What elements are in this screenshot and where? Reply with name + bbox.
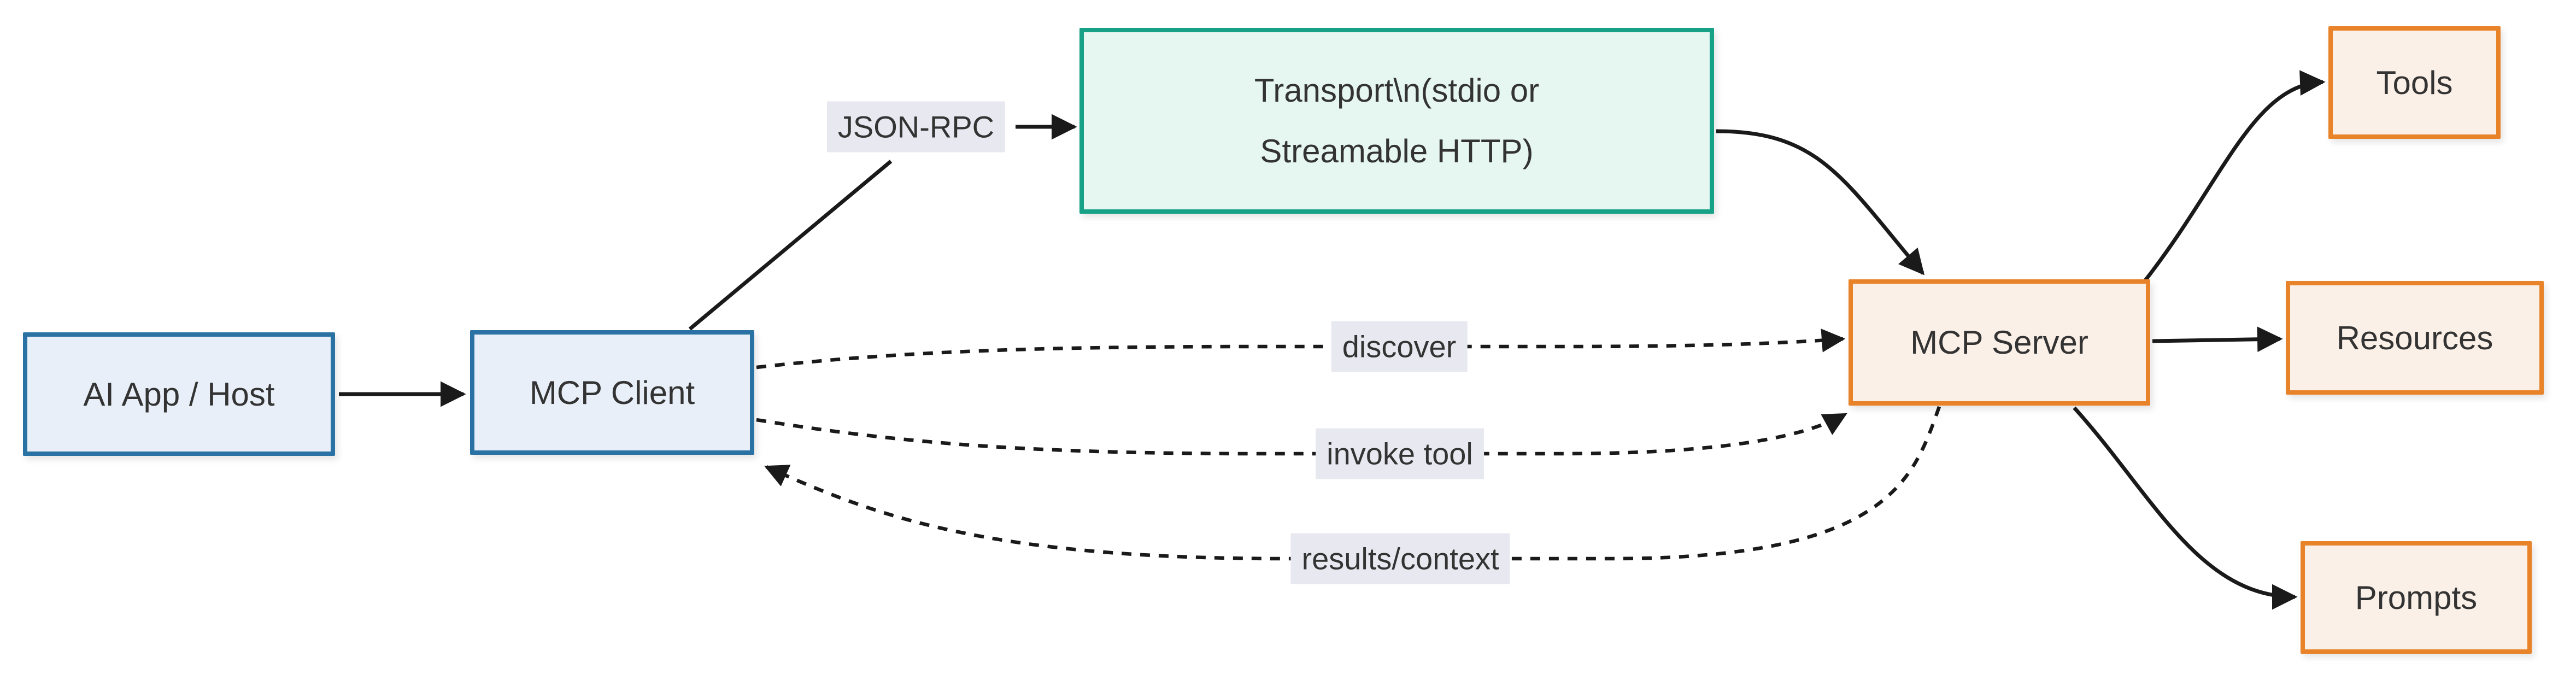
node-resources-label: Resources — [2336, 319, 2493, 356]
node-tools-label: Tools — [2376, 64, 2453, 101]
node-mcp-client-label: MCP Client — [529, 374, 695, 411]
edge-label-discover: discover — [1331, 321, 1468, 372]
node-transport: Transport\n(stdio or Streamable HTTP) — [1079, 28, 1714, 214]
edge-label-results-context: results/context — [1290, 533, 1510, 584]
node-transport-line2: Streamable HTTP) — [1260, 133, 1534, 169]
node-mcp-server: MCP Server — [1849, 279, 2150, 406]
edge-client-to-server-discover — [756, 329, 1846, 370]
node-prompts-label: Prompts — [2355, 579, 2478, 616]
node-ai-app-host-label: AI App / Host — [83, 376, 275, 413]
edge-server-to-resources — [2152, 326, 2283, 353]
edge-label-invoke-tool: invoke tool — [1316, 428, 1484, 479]
edge-transport-to-server — [1716, 129, 1925, 275]
node-tools: Tools — [2328, 26, 2501, 139]
edge-server-to-prompts — [2073, 406, 2298, 610]
node-transport-line1: Transport\n(stdio or — [1254, 72, 1540, 109]
edge-label-json-rpc: JSON-RPC — [826, 101, 1006, 153]
node-mcp-server-label: MCP Server — [1910, 324, 2088, 361]
edge-server-to-client-results — [764, 406, 1941, 561]
node-prompts: Prompts — [2301, 541, 2532, 654]
node-ai-app-host: AI App / Host — [23, 332, 335, 456]
node-mcp-client: MCP Client — [470, 330, 754, 455]
node-resources: Resources — [2286, 281, 2544, 395]
node-transport-label: Transport\n(stdio or Streamable HTTP) — [1254, 60, 1539, 181]
edge-server-to-tools — [2143, 70, 2326, 283]
edge-client-to-server-invoke — [756, 413, 1847, 456]
edge-client-to-jsonrpc — [688, 160, 893, 331]
